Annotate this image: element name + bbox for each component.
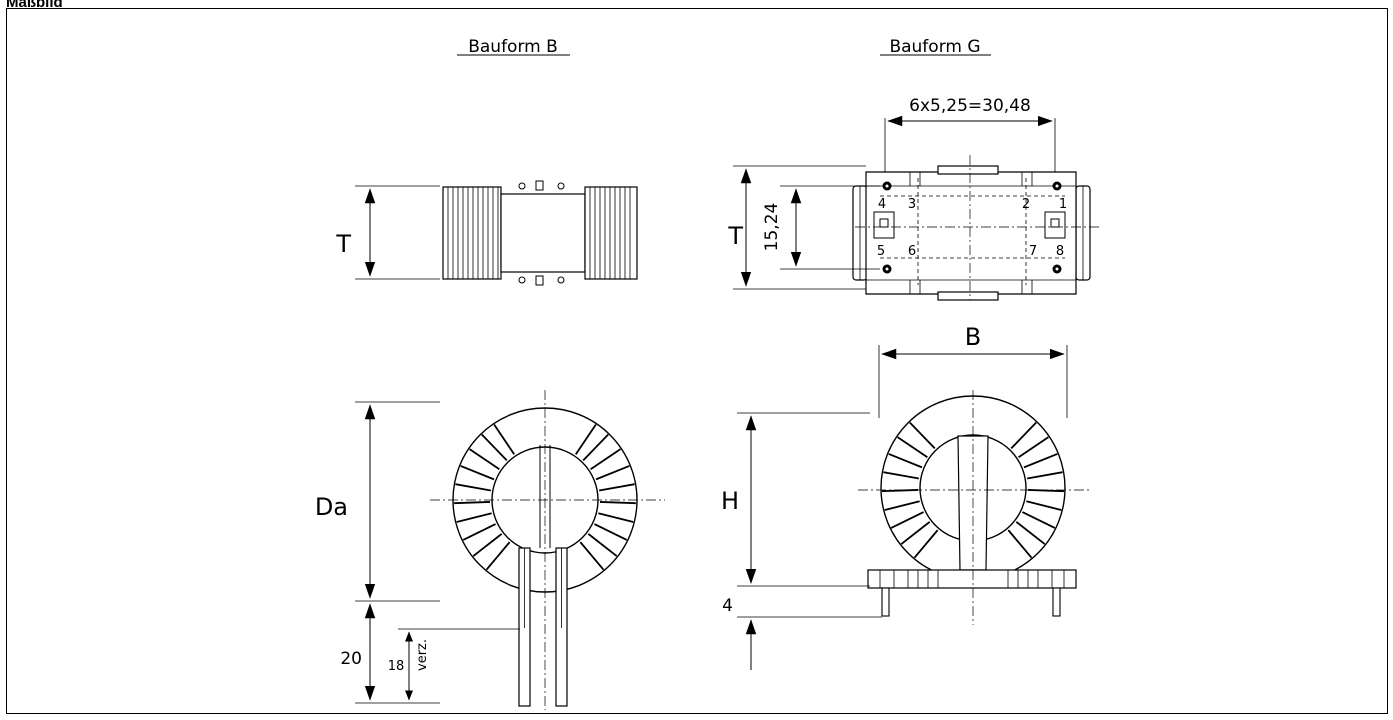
label-g-t: T [727, 222, 743, 250]
b-winding-right [575, 424, 636, 571]
b-top-left-winding [442, 186, 502, 280]
label-b-tinned-note: verz. [415, 639, 430, 671]
pin-label: 8 [1056, 244, 1064, 259]
pin-label: 5 [877, 244, 885, 259]
g-top-left-winding [852, 185, 868, 281]
b-top-lead-marks [518, 180, 565, 286]
label-b-t: T [335, 230, 351, 258]
b-winding-left [454, 424, 515, 571]
pin-label: 4 [878, 197, 886, 212]
g-winding-right [1007, 421, 1064, 559]
bauform-b-top-view [355, 180, 638, 286]
drawing-frame [6, 8, 1388, 714]
g-base-plate [867, 569, 1077, 589]
bauform-g-front-view [737, 345, 1090, 670]
pin-label: 3 [908, 197, 916, 212]
g-top-base-plate [865, 171, 1077, 295]
label-g-b: B [965, 323, 981, 351]
g-pin-numbers: 1 2 3 4 5 6 7 8 [877, 197, 1067, 259]
g-base-pins [881, 587, 1061, 617]
b-leads [518, 547, 568, 707]
caption-bauform-b: Bauform B [468, 37, 558, 57]
label-b-tinned: 18 [388, 659, 405, 674]
pin-label: 1 [1059, 197, 1067, 212]
g-top-right-winding [1075, 185, 1091, 281]
pin-label: 6 [908, 244, 916, 259]
g-top-tab [937, 165, 999, 175]
page-title: Maßbild [6, 0, 63, 11]
bauform-g-top-view [733, 115, 1100, 301]
label-g-row-spacing: 15,24 [762, 203, 782, 252]
caption-bauform-g: Bauform G [889, 37, 980, 57]
b-top-core [500, 193, 586, 273]
label-g-pin: 4 [722, 596, 733, 616]
label-b-lead: 20 [340, 649, 362, 669]
bauform-b-front-view [355, 390, 665, 710]
label-b-da: Da [315, 493, 348, 521]
b-top-right-winding [584, 186, 638, 280]
label-g-h: H [721, 487, 739, 515]
pin-label: 2 [1022, 197, 1030, 212]
g-top-tab [937, 291, 999, 301]
label-g-pitch: 6x5,25=30,48 [909, 96, 1031, 116]
pin-label: 7 [1029, 244, 1037, 259]
